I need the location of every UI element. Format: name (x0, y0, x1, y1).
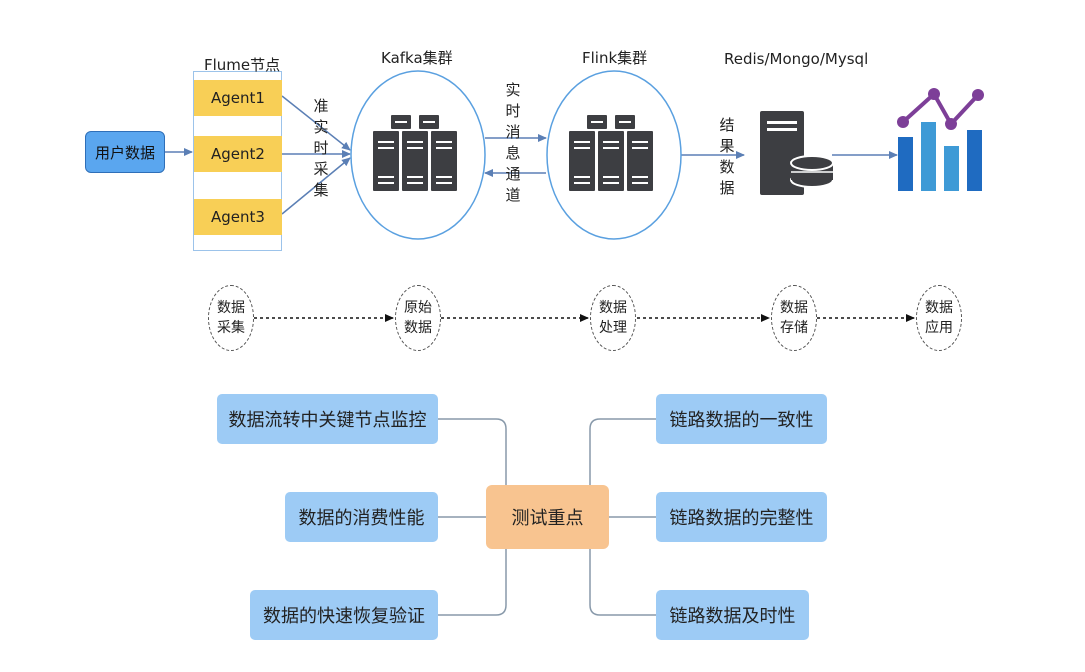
arrow-agent3-to-kafka (281, 157, 351, 215)
agent-1: Agent1 (194, 80, 282, 116)
mindmap-node-left-1: 数据流转中关键节点监控 (217, 394, 438, 444)
mindmap-node-left-2: 数据的消费性能 (285, 492, 438, 542)
server-cluster-icon (569, 115, 653, 191)
flink-title: Flink集群 (582, 49, 648, 67)
mindmap-connectors (438, 418, 656, 616)
mindmap-center-node: 测试重点 (486, 485, 609, 549)
mindmap-node-right-3: 链路数据及时性 (656, 590, 809, 640)
storage-title: Redis/Mongo/Mysql (724, 50, 869, 68)
collect-label: 准实时采集 (313, 97, 329, 199)
result-label: 结果数据 (719, 116, 735, 197)
stage-processing: 数据处理 (590, 285, 636, 351)
mindmap-node-right-1: 链路数据的一致性 (656, 394, 827, 444)
agent-2: Agent2 (194, 136, 282, 172)
stage-storage: 数据存储 (771, 285, 817, 351)
kafka-title: Kafka集群 (381, 49, 453, 67)
database-server-icon (760, 111, 834, 195)
user-data-box: 用户数据 (85, 131, 165, 173)
stage-collect: 数据采集 (208, 285, 254, 351)
arrow-agent1-to-kafka (281, 95, 351, 151)
channel-label: 实时消息通道 (505, 81, 521, 204)
bar-chart-icon (897, 88, 984, 191)
flume-title: Flume节点 (204, 56, 281, 74)
stage-raw-data: 原始数据 (395, 285, 441, 351)
stage-application: 数据应用 (916, 285, 962, 351)
mindmap-node-left-3: 数据的快速恢复验证 (250, 590, 438, 640)
mindmap-node-right-2: 链路数据的完整性 (656, 492, 827, 542)
agent-3: Agent3 (194, 199, 282, 235)
server-cluster-icon (373, 115, 457, 191)
